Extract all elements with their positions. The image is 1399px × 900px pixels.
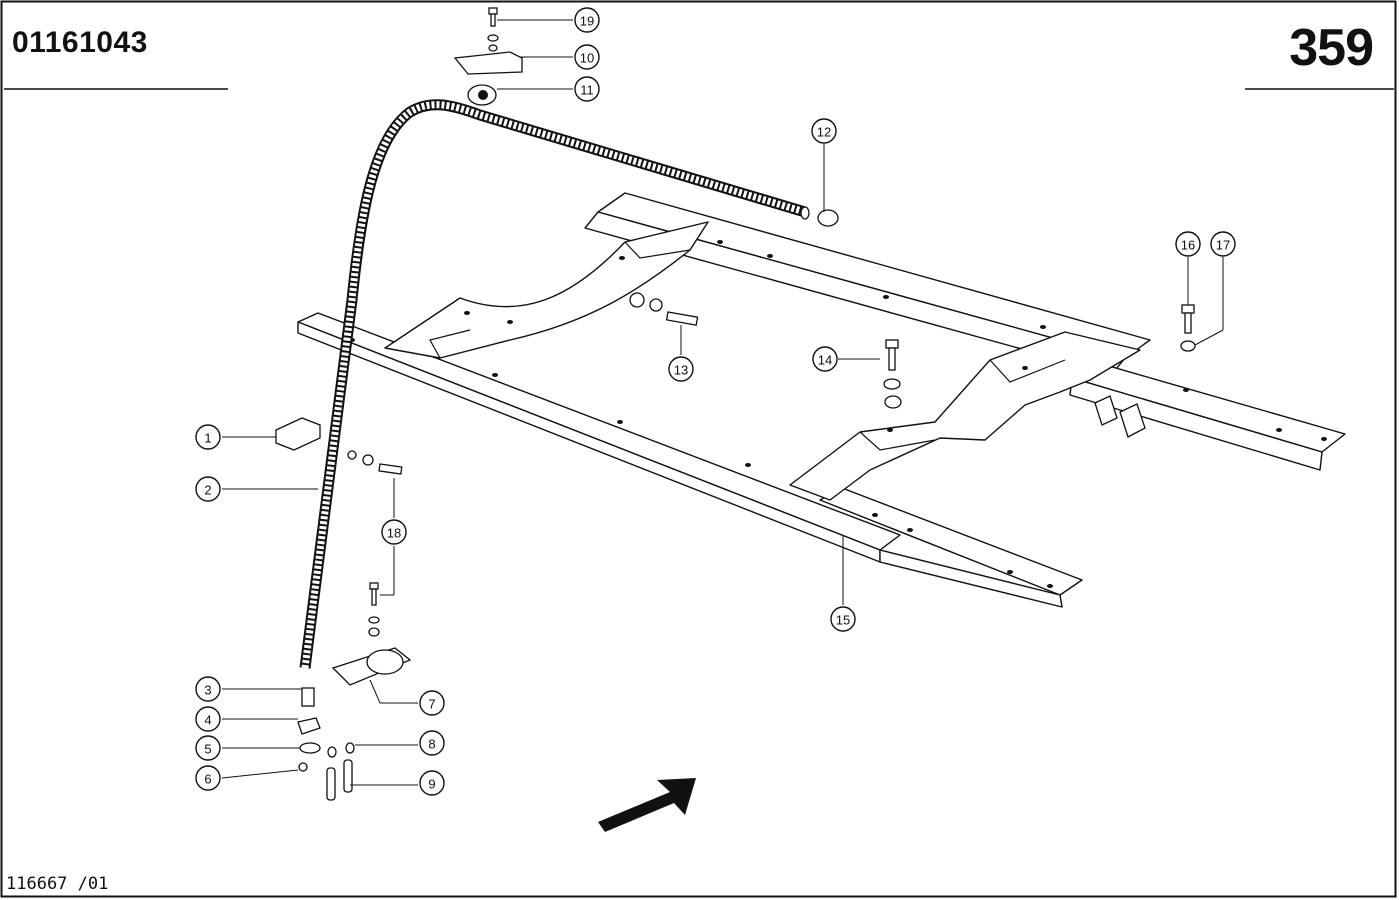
drawing-reference: 116667 /01 bbox=[6, 874, 109, 894]
page-number: 359 bbox=[1289, 19, 1374, 77]
callout-number: 17 bbox=[1216, 238, 1230, 253]
callout-number: 6 bbox=[204, 772, 211, 787]
callout-circle bbox=[811, 118, 837, 144]
callout-circle bbox=[668, 356, 694, 382]
callout-circle bbox=[574, 44, 600, 70]
callout-circle bbox=[195, 706, 221, 732]
callout-circle bbox=[812, 346, 838, 372]
callout-circle bbox=[195, 735, 221, 761]
callout-circle bbox=[830, 606, 856, 632]
callout-19: 19 bbox=[574, 7, 600, 33]
callout-1: 1 bbox=[195, 424, 221, 450]
callout-number: 13 bbox=[674, 363, 688, 378]
callout-number: 18 bbox=[387, 526, 401, 541]
callout-4: 4 bbox=[195, 706, 221, 732]
callout-number: 15 bbox=[836, 613, 850, 628]
callout-number: 12 bbox=[817, 125, 831, 140]
callout-13: 13 bbox=[668, 356, 694, 382]
callout-7: 7 bbox=[419, 690, 445, 716]
callout-11: 11 bbox=[574, 76, 600, 102]
callout-number: 3 bbox=[204, 683, 211, 698]
callout-number: 11 bbox=[580, 83, 594, 98]
callout-circle bbox=[195, 424, 221, 450]
callout-number: 16 bbox=[1181, 238, 1195, 253]
callout-number: 1 bbox=[204, 431, 211, 446]
callout-circle bbox=[195, 765, 221, 791]
callout-number: 8 bbox=[428, 737, 435, 752]
callout-number: 5 bbox=[204, 742, 211, 757]
part-number: 01161043 bbox=[12, 26, 148, 59]
callout-circle bbox=[419, 730, 445, 756]
callout-12: 12 bbox=[811, 118, 837, 144]
callout-15: 15 bbox=[830, 606, 856, 632]
callout-number: 4 bbox=[204, 713, 211, 728]
callout-6: 6 bbox=[195, 765, 221, 791]
callout-circle bbox=[195, 476, 221, 502]
callout-number: 10 bbox=[580, 51, 594, 66]
callout-2: 2 bbox=[195, 476, 221, 502]
callout-circle bbox=[195, 676, 221, 702]
callout-number: 19 bbox=[580, 14, 594, 29]
callout-18: 18 bbox=[381, 519, 407, 545]
callout-circle bbox=[1210, 231, 1236, 257]
callout-9: 9 bbox=[419, 770, 445, 796]
callout-10: 10 bbox=[574, 44, 600, 70]
callout-number: 14 bbox=[818, 353, 832, 368]
callout-8: 8 bbox=[419, 730, 445, 756]
callout-number: 9 bbox=[428, 777, 435, 792]
leader-lines bbox=[221, 19, 1224, 786]
callout-3: 3 bbox=[195, 676, 221, 702]
callout-circle bbox=[574, 76, 600, 102]
callout-circle bbox=[574, 7, 600, 33]
bent-tube bbox=[299, 99, 810, 669]
frame-assembly bbox=[297, 192, 1346, 608]
callout-circle bbox=[1175, 231, 1201, 257]
callout-circle bbox=[381, 519, 407, 545]
hardware-parts bbox=[275, 7, 1196, 801]
direction-arrow-icon bbox=[598, 778, 696, 832]
callout-circle bbox=[419, 690, 445, 716]
callout-number: 2 bbox=[204, 483, 211, 498]
callout-5: 5 bbox=[195, 735, 221, 761]
callout-16: 16 bbox=[1175, 231, 1201, 257]
callout-number: 7 bbox=[428, 697, 435, 712]
callout-14: 14 bbox=[812, 346, 838, 372]
callout-circle bbox=[419, 770, 445, 796]
callout-17: 17 bbox=[1210, 231, 1236, 257]
